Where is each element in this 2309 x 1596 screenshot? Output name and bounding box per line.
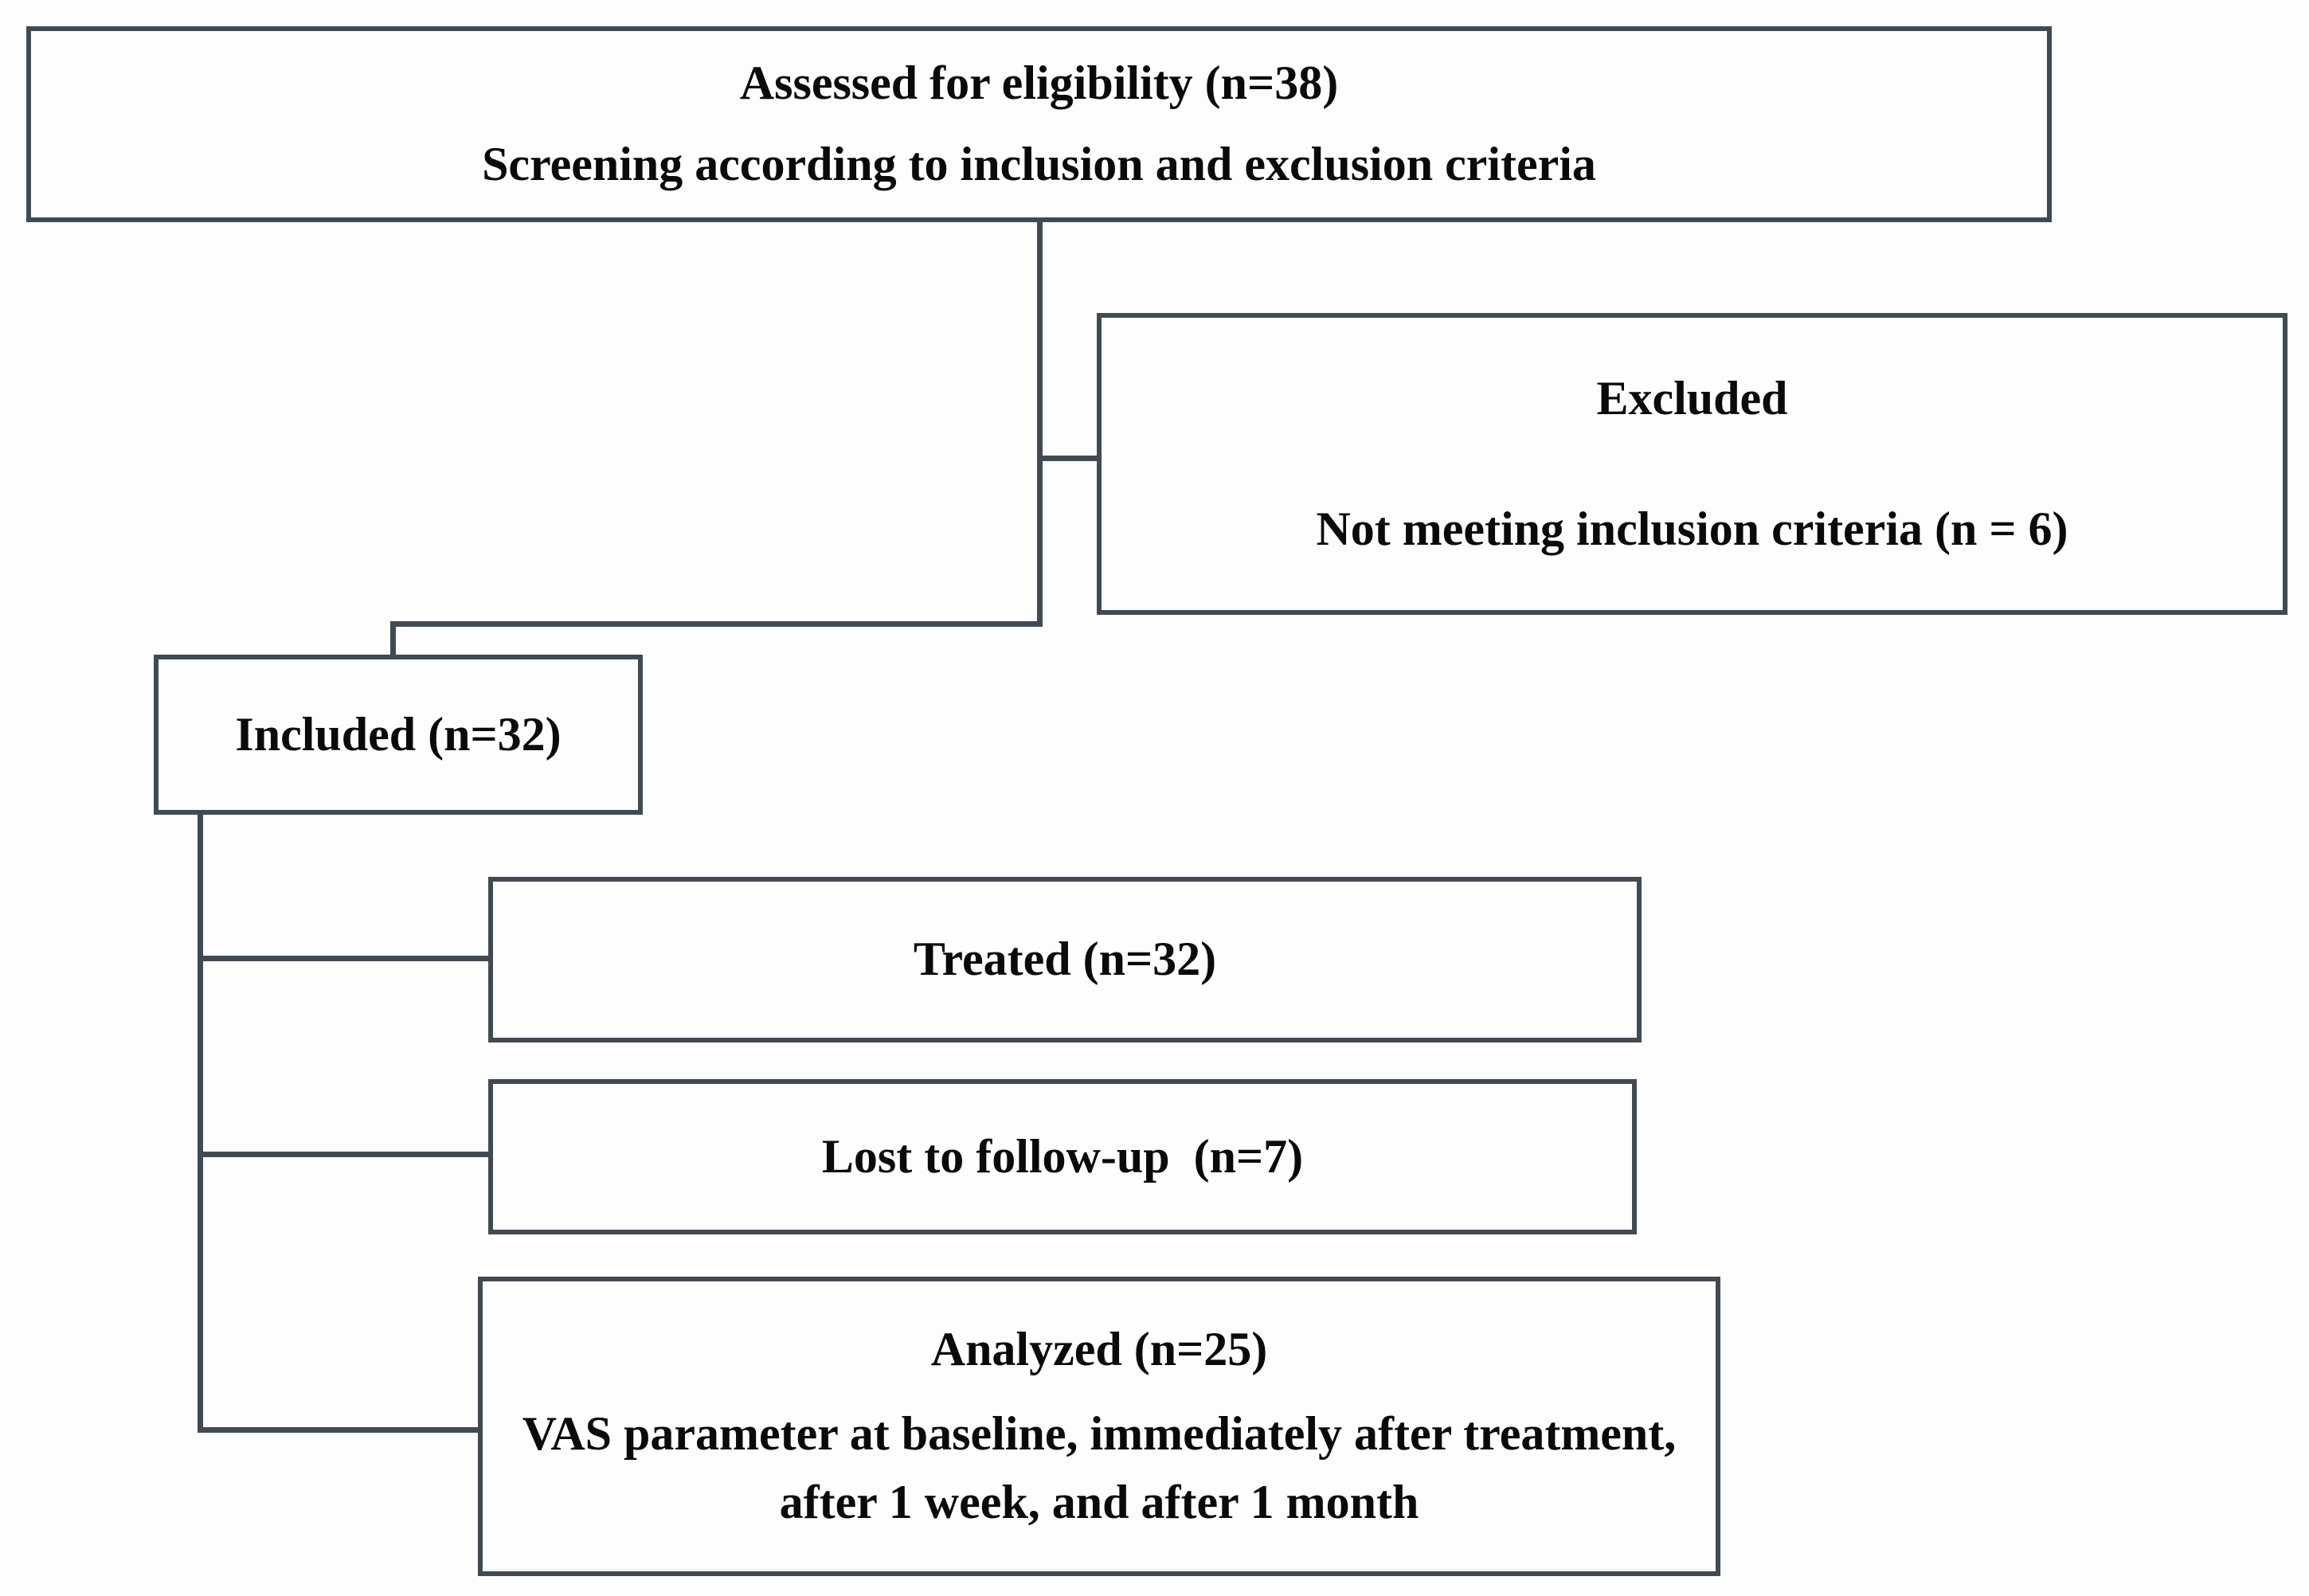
connector-to-analyzed [201, 1427, 481, 1433]
assessed-subtitle: Screening according to inclusion and exc… [482, 138, 1596, 190]
box-assessed-for-eligibility: Assessed for eligibility (n=38) Screenin… [26, 26, 2052, 222]
included-title: Included (n=32) [235, 707, 562, 761]
excluded-reason: Not meeting inclusion criteria (n = 6) [1316, 502, 2068, 555]
excluded-title: Excluded [1596, 371, 1788, 424]
analyzed-detail-line2: after 1 week, and after 1 month [779, 1475, 1419, 1528]
connector-to-lost [201, 1152, 491, 1157]
analyzed-title: Analyzed (n=25) [930, 1323, 1268, 1376]
lost-title: Lost to follow-up (n=7) [821, 1129, 1304, 1183]
analyzed-detail-line1: VAS parameter at baseline, immediately a… [522, 1407, 1677, 1461]
treated-title: Treated (n=32) [913, 933, 1217, 986]
connector-trunk-from-assessed [1037, 221, 1043, 627]
box-analyzed: Analyzed (n=25) VAS parameter at baselin… [478, 1277, 1720, 1576]
connector-elbow-horizontal [393, 621, 1043, 627]
box-included: Included (n=32) [154, 655, 643, 815]
box-excluded: Excluded Not meeting inclusion criteria … [1097, 313, 2287, 615]
box-treated: Treated (n=32) [488, 877, 1642, 1042]
connector-to-treated [201, 956, 491, 961]
box-lost-to-follow-up: Lost to follow-up (n=7) [488, 1079, 1637, 1234]
assessed-title: Assessed for eligibility (n=38) [739, 57, 1339, 110]
connector-into-included [390, 621, 396, 658]
connector-to-excluded [1039, 456, 1100, 461]
connector-trunk-from-included [198, 813, 203, 1433]
